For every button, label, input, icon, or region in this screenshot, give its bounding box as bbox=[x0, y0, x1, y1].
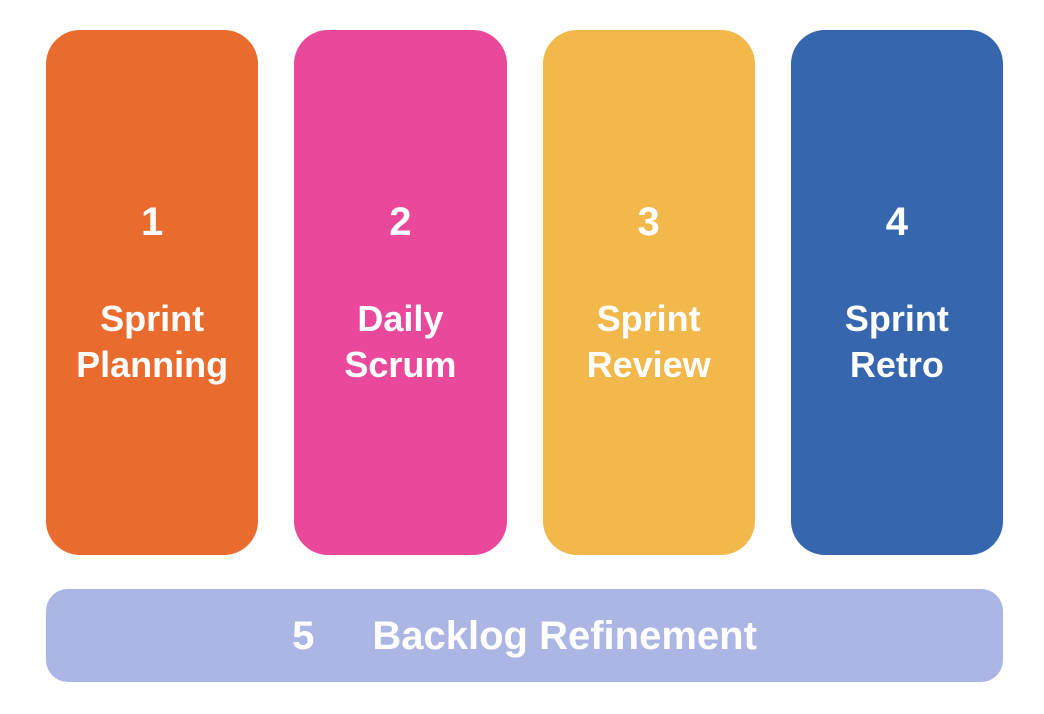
column-sprint-retro: 4 Sprint Retro bbox=[790, 30, 1003, 555]
column-sprint-planning: 1 Sprint Planning bbox=[46, 30, 259, 555]
step-label-sprint-review: Sprint Review bbox=[586, 297, 711, 385]
event-columns-row: 1 Sprint Planning 2 Daily Scrum 3 Sprint… bbox=[46, 30, 1003, 555]
step-label-daily-scrum: Daily Scrum bbox=[344, 297, 457, 385]
step-number-3: 3 bbox=[637, 199, 660, 244]
step-number-4: 4 bbox=[885, 199, 908, 244]
column-sprint-review: 3 Sprint Review bbox=[542, 30, 755, 555]
step-label-sprint-planning: Sprint Planning bbox=[76, 297, 229, 385]
step-number-1: 1 bbox=[141, 199, 164, 244]
step-number-5: 5 bbox=[292, 613, 315, 658]
bar-backlog-refinement: 5 Backlog Refinement bbox=[46, 589, 1003, 682]
step-label-backlog-refinement: Backlog Refinement bbox=[372, 613, 757, 658]
step-number-2: 2 bbox=[389, 199, 412, 244]
column-daily-scrum: 2 Daily Scrum bbox=[294, 30, 507, 555]
step-label-sprint-retro: Sprint Retro bbox=[844, 297, 949, 385]
